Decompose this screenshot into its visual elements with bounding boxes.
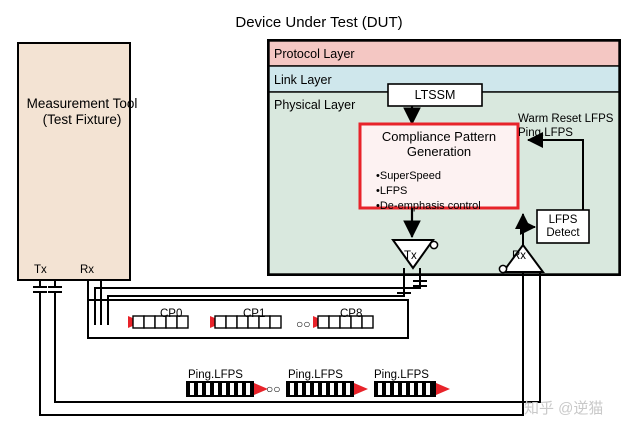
ltssm-label: LTSSM (414, 88, 456, 102)
cpg-bullet-lfps: •LFPS (376, 184, 408, 197)
dut-title: Device Under Test (DUT) (235, 14, 403, 31)
feedback-label: Warm Reset LFPS Ping.LFPS (518, 112, 613, 140)
cp-ellipsis: ○○ (296, 317, 311, 331)
protocol-layer-label: Protocol Layer (274, 47, 355, 61)
cp8-packet (317, 315, 374, 329)
ping-lfps-label-3: Ping.LFPS (374, 369, 429, 381)
mt-rx-port-label: Rx (80, 264, 95, 276)
measurement-tool-label: Measurement Tool (Test Fixture) (22, 96, 142, 127)
cpg-title-line1: Compliance Pattern (381, 129, 497, 144)
rx-buffer-label: Rx (512, 250, 527, 262)
ping-lfps-burst-2 (286, 381, 368, 397)
lfps-detect-line2: Detect (546, 227, 580, 240)
cp0-label: CP0 (160, 308, 183, 320)
lfps-detect-line1: LFPS (548, 214, 578, 226)
feedback-label-line2: Ping.LFPS (518, 127, 573, 140)
measurement-tool-box (17, 42, 131, 281)
ltssm-box (387, 83, 483, 107)
cpg-title-line2: Generation (406, 143, 472, 159)
ping-lfps-label-2: Ping.LFPS (288, 369, 343, 381)
tx-buffer-bubble (429, 240, 439, 250)
measurement-tool-line1: Measurement Tool (26, 96, 138, 111)
cp-route-outer (107, 268, 405, 325)
lfps-route-outer (39, 272, 524, 416)
lfps-route-inner (54, 272, 541, 403)
measurement-tool-line2: (Test Fixture) (42, 111, 122, 127)
cp1-packet (214, 315, 282, 329)
link-layer-label: Link Layer (274, 73, 332, 87)
compliance-pattern-generation-title: Compliance Pattern Generation (365, 129, 513, 160)
compliance-pattern-bullets: •SuperSpeed •LFPS •De-emphasis control (376, 169, 481, 214)
cp1-label: CP1 (243, 308, 266, 320)
lfps-detect-label: LFPS Detect (541, 214, 585, 240)
physical-layer-label: Physical Layer (274, 98, 356, 112)
cp-channel-frame (87, 299, 409, 339)
cpg-bullet-superspeed: •SuperSpeed (376, 170, 442, 182)
cp-route-inner (94, 268, 421, 325)
ping-lfps-burst-3 (374, 381, 450, 397)
ping-lfps-ellipsis: ○○ (266, 382, 281, 396)
lfps-detect-box (536, 209, 590, 244)
mt-tx-port-label: Tx (34, 264, 47, 276)
feedback-label-line1: Warm Reset LFPS (518, 113, 614, 125)
cp0-packet (132, 315, 189, 329)
compliance-pattern-generation-box (358, 122, 520, 210)
cpg-bullet-deemphasis: •De-emphasis control (376, 199, 481, 212)
rx-buffer-bubble (498, 264, 508, 274)
tx-buffer-label: Tx (404, 250, 417, 262)
watermark: 知乎 @逆猫 (524, 400, 604, 417)
tx-buffer-triangle (391, 239, 435, 270)
ping-lfps-label-1: Ping.LFPS (188, 369, 243, 381)
ping-lfps-burst-1 (186, 381, 268, 397)
lfps-feedback-path (527, 132, 584, 210)
cp8-label: CP8 (340, 308, 363, 320)
